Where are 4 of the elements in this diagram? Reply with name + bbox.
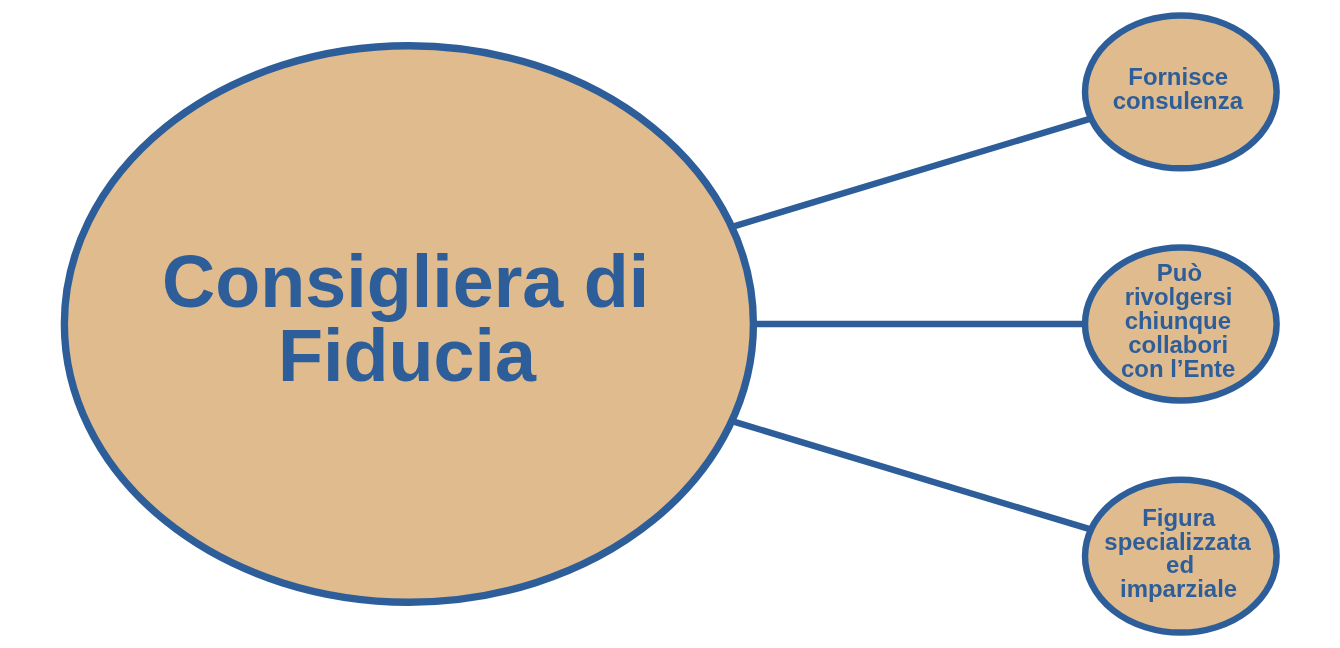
node-ellipse: Fornisce consulenza [1081,12,1280,172]
node-ellipse: Può rivolgersi chiunque collabori con l’Ente [1081,244,1280,404]
node-ellipse: Consigliera di Fiducia [60,42,757,606]
node-ellipse: Figura specializzata ed imparziale [1081,476,1280,636]
